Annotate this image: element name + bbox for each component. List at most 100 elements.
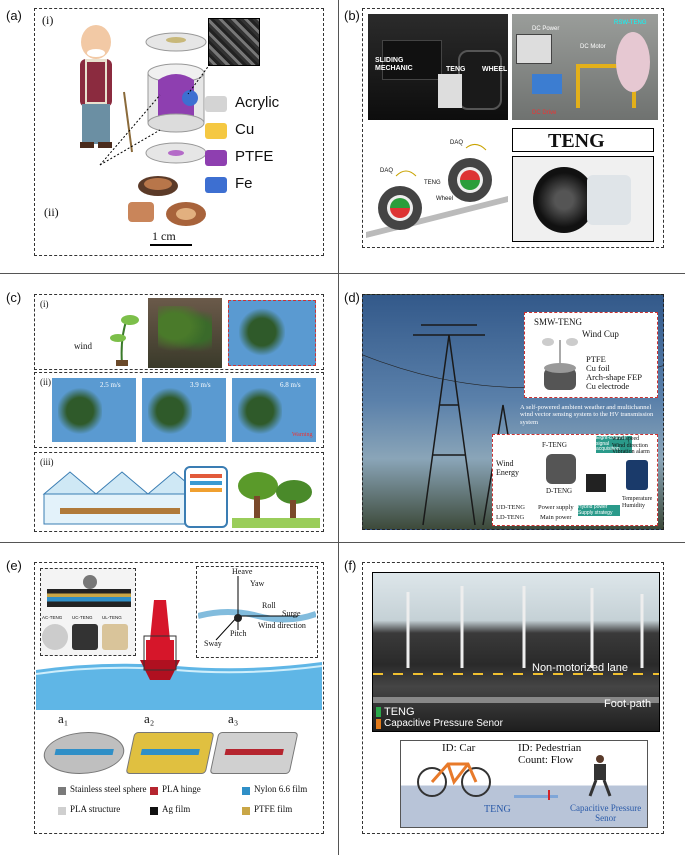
dc-power-label: DC Power: [532, 26, 559, 33]
sliding-label: SLIDING MECHANIC: [375, 57, 413, 72]
motion-pitch-label: Pitch: [230, 630, 246, 639]
legend-item: PLA hinge: [150, 784, 242, 800]
legend-item-fe: Fe: [205, 175, 315, 195]
sphere: [83, 575, 97, 589]
trees-illustration: [232, 462, 320, 528]
legend-swatch: [242, 787, 250, 795]
legend-swatch: [205, 150, 227, 166]
bending-plant-icon: [104, 306, 140, 366]
daq-label-1: DAQ: [380, 168, 393, 175]
legend-item-acrylic: Acrylic: [205, 94, 315, 114]
teng-title: TENG: [548, 130, 605, 152]
wind-energy-label: Wind Energy: [496, 460, 519, 478]
teng-label-photo: TENG: [446, 66, 465, 74]
legend-item-cu: Cu: [205, 121, 315, 141]
ptfe-texture-zoom: [208, 18, 260, 66]
panel-f-label: (f): [344, 558, 356, 573]
scale-bar: [150, 244, 192, 246]
board-d: [586, 474, 606, 492]
main-power-label: Main power: [540, 514, 572, 521]
transparent-housing: [587, 175, 631, 225]
legend-item: Ag film: [150, 804, 242, 820]
legend-item: PLA structure: [58, 804, 150, 820]
legend-label: Nylon 6.6 film: [254, 784, 307, 794]
legend-label: PLA hinge: [162, 784, 201, 794]
dotted-pointers: [95, 90, 165, 170]
wind-label-c: wind: [74, 342, 92, 352]
panel-a-sub-ii: (ii): [44, 206, 59, 219]
motion-yaw-label: Yaw: [250, 580, 264, 589]
wheel-label-photo: WHEEL: [482, 66, 507, 74]
panel-b-label: (b): [344, 8, 360, 23]
wind-speed-photo: [52, 378, 136, 442]
legend-swatch: [242, 807, 250, 815]
teng-white-block: [438, 74, 462, 108]
sensor-strip: [514, 795, 558, 798]
smw-label: SMW-TENG: [534, 318, 582, 328]
cap-legend-swatch: [376, 719, 381, 729]
legend-label: PTFE film: [254, 804, 292, 814]
sub-model-label: a₂: [144, 712, 154, 726]
legend-swatch: [150, 787, 158, 795]
daq-label-2: DAQ: [450, 140, 463, 147]
wheel-shape: [458, 50, 502, 110]
warning-label: Warning: [292, 432, 313, 439]
f-teng-label: F-TENG: [542, 442, 567, 450]
phone-d: [626, 460, 648, 490]
wind-speed-label: 2.5 m/s: [100, 382, 121, 390]
legend-swatch: [205, 123, 227, 139]
wheel-diagram: [366, 136, 508, 240]
dc-drive-label: DC Drive: [532, 110, 556, 117]
sub-model-film: [55, 749, 114, 755]
legend-swatch: [150, 807, 158, 815]
panel-c-sub-ii: (ii): [40, 378, 51, 388]
sub-model-film: [141, 749, 200, 755]
app-bar-1: [190, 474, 222, 478]
panel-e-label: (e): [6, 558, 22, 573]
legend-label: Acrylic: [235, 94, 279, 111]
pedestrian-icon: [584, 754, 616, 798]
rsw-label: RSW-TENG: [614, 20, 647, 27]
legend-label: Fe: [235, 175, 253, 192]
wind-cup-label: Wind Cup: [582, 330, 619, 340]
legend-label: Cu: [235, 121, 254, 138]
street-lamps: [372, 572, 660, 672]
plant-sensor-photo-1: [228, 300, 316, 366]
sub-model-2: [126, 732, 215, 774]
footpath-label: Foot-path: [604, 698, 651, 710]
sub-model-label: a₁: [58, 712, 68, 726]
legend-item-ptfe: PTFE: [205, 148, 315, 168]
legend-label: Stainless steel sphere: [70, 784, 146, 794]
legend-swatch: [58, 787, 66, 795]
cap2-label: Capacitive Pressure Senor: [570, 804, 641, 824]
wheel-diagram-label: Wheel: [436, 196, 453, 203]
plant: [238, 386, 282, 436]
wind-speed-label: 3.9 m/s: [190, 382, 211, 390]
device-block-d: [546, 454, 576, 484]
dc-power-box: [516, 34, 552, 64]
sub-model-film: [225, 749, 284, 755]
motion-sway-label: Sway: [204, 640, 222, 649]
motion-surge-label: Surge: [282, 610, 301, 619]
bicycle-icon: [416, 752, 492, 798]
panel-c-label: (c): [6, 290, 21, 305]
teng-wheel-photo: [512, 156, 654, 242]
smw-device-illustration: [536, 334, 584, 396]
plant-1: [239, 307, 285, 357]
legend-item: Nylon 6.6 film: [242, 784, 334, 800]
power-supply-label: Power supply: [538, 504, 574, 511]
sensor-arrow: [548, 790, 550, 800]
ld-teng-label: LD-TENG: [496, 514, 524, 521]
panel-c-sub-i: (i): [40, 300, 49, 310]
panel-d-label: (d): [344, 290, 360, 305]
legend-item: Stainless steel sphere: [58, 784, 150, 800]
rubber-plant-photo: [148, 298, 222, 368]
cap-legend-label: Capacitive Pressure Senor: [384, 718, 503, 729]
system-caption: A self-powered ambient weather and multi…: [520, 404, 660, 426]
nonmotor-label: Non-motorized lane: [532, 662, 628, 674]
id-ped-label: ID: Pedestrian Count: Flow: [518, 742, 581, 766]
plant-leaves: [158, 306, 212, 356]
scale-label: 1 cm: [152, 230, 176, 243]
teng-legend-label: TENG: [384, 706, 415, 718]
app-bar-2: [190, 481, 222, 485]
